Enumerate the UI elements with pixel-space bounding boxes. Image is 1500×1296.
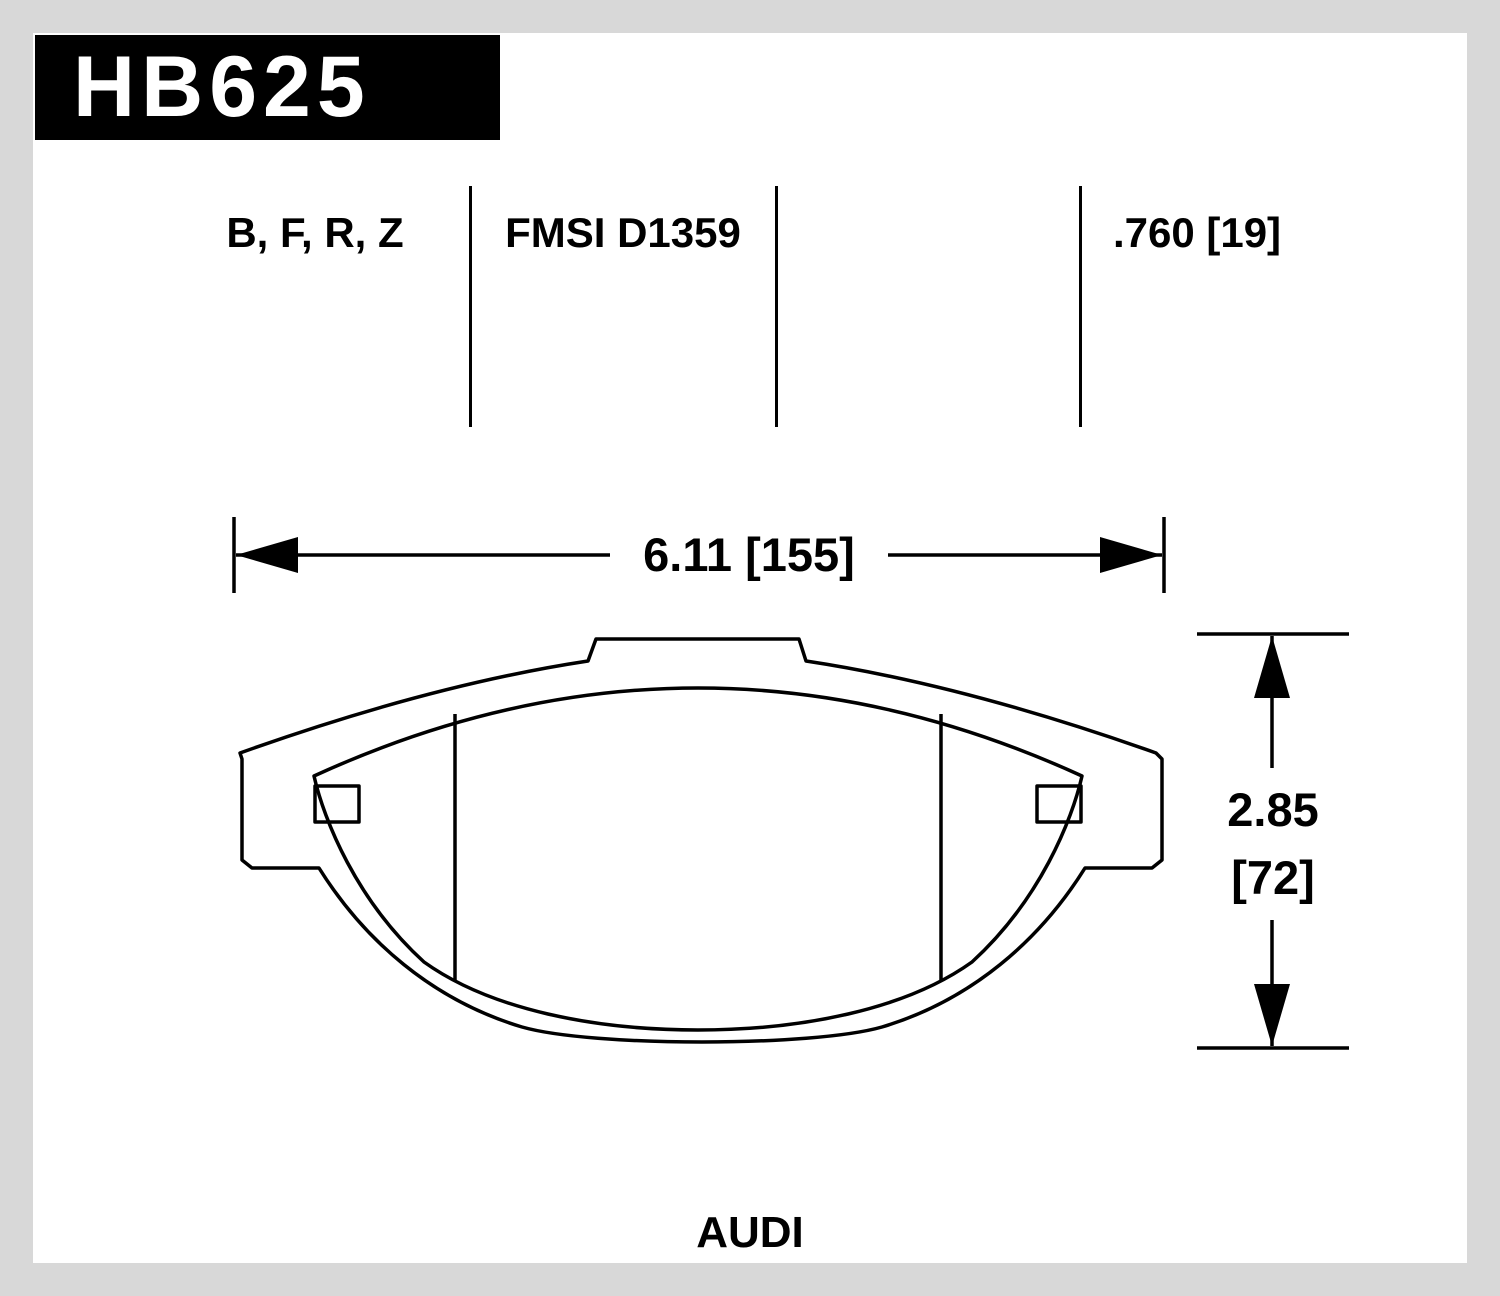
- pad-thickness: .760 [19]: [1112, 209, 1282, 256]
- spec-divider: [775, 186, 778, 427]
- pad-inner-outline: [312, 686, 1084, 1032]
- height-mm: [72]: [1231, 851, 1315, 904]
- compound-codes: B, F, R, Z: [226, 209, 404, 256]
- fmsi-number: FMSI D1359: [505, 209, 741, 256]
- abutment-lug-right: [1035, 784, 1083, 824]
- spec-divider: [469, 186, 472, 427]
- height-dimension: [1197, 632, 1349, 1050]
- height-inches: 2.85: [1227, 783, 1319, 836]
- arrowhead-right-icon: [1100, 537, 1162, 573]
- diagram-canvas: [33, 33, 1467, 1263]
- vehicle-application-label: AUDI: [696, 1208, 804, 1257]
- spec-divider: [1079, 186, 1082, 427]
- arrowhead-up-icon: [1254, 636, 1290, 698]
- height-dimension-label: 2.85 [72]: [1200, 768, 1346, 920]
- part-number: HB625: [73, 39, 371, 135]
- arrowhead-left-icon: [236, 537, 298, 573]
- width-dimension-label: 6.11 [155]: [610, 527, 888, 583]
- abutment-lug-left: [313, 784, 361, 824]
- arrowhead-down-icon: [1254, 984, 1290, 1046]
- brake-pad-outline: [238, 637, 1164, 1044]
- part-number-box: HB625: [35, 35, 500, 140]
- pad-outer-outline: [238, 637, 1164, 1044]
